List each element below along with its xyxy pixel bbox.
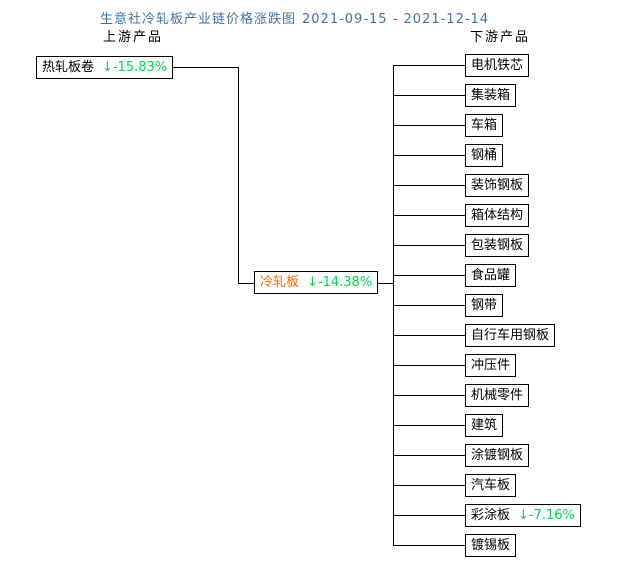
connector-line xyxy=(238,283,254,284)
node-label: 建筑 xyxy=(471,418,498,433)
node-hot-rolled-coil[interactable]: 热轧板卷 ↓-15.83% xyxy=(36,56,174,79)
title-text: 生意社冷轧板产业链价格涨跌图 xyxy=(100,12,297,27)
connector-line xyxy=(393,335,465,336)
connector-line xyxy=(393,275,465,276)
node-machinery-parts[interactable]: 机械零件 xyxy=(465,384,530,407)
connector-line xyxy=(393,305,465,306)
connector-line xyxy=(393,125,465,126)
node-label: 热轧板卷 xyxy=(42,60,95,75)
node-label: 电机铁芯 xyxy=(471,58,524,73)
node-change: ↓-7.16% xyxy=(518,508,575,523)
upstream-column-label: 上游产品 xyxy=(103,30,164,45)
node-label: 机械零件 xyxy=(471,388,524,403)
connector-line xyxy=(393,455,465,456)
node-label: 集装箱 xyxy=(471,88,511,103)
node-stamping-parts[interactable]: 冲压件 xyxy=(465,354,517,377)
node-packaging-steel-sheet[interactable]: 包装钢板 xyxy=(465,234,530,257)
node-label: 彩涂板 xyxy=(471,508,511,523)
connector-line xyxy=(393,395,465,396)
node-label: 钢带 xyxy=(471,298,498,313)
connector-line xyxy=(393,95,465,96)
title-date-range: 2021-09-15 - 2021-12-14 xyxy=(302,12,490,27)
connector-line xyxy=(393,485,465,486)
node-tinplate[interactable]: 镀锡板 xyxy=(465,534,517,557)
node-label: 装饰钢板 xyxy=(471,178,524,193)
connector-line xyxy=(393,245,465,246)
connector-line xyxy=(393,185,465,186)
node-coated-plated-steel-sheet[interactable]: 涂镀钢板 xyxy=(465,444,530,467)
node-box-structure[interactable]: 箱体结构 xyxy=(465,204,530,227)
node-container[interactable]: 集装箱 xyxy=(465,84,517,107)
downstream-column-label: 下游产品 xyxy=(470,30,531,45)
node-decorative-steel-sheet[interactable]: 装饰钢板 xyxy=(465,174,530,197)
node-change: ↓-15.83% xyxy=(102,60,168,75)
node-motor-core[interactable]: 电机铁芯 xyxy=(465,54,530,77)
connector-line xyxy=(393,515,465,516)
node-label: 食品罐 xyxy=(471,268,511,283)
node-label: 箱体结构 xyxy=(471,208,524,223)
connector-line xyxy=(393,65,465,66)
node-auto-sheet[interactable]: 汽车板 xyxy=(465,474,517,497)
node-color-coated-sheet[interactable]: 彩涂板 ↓-7.16% xyxy=(465,504,581,527)
connector-line xyxy=(393,365,465,366)
page-title: 生意社冷轧板产业链价格涨跌图 2021-09-15 - 2021-12-14 xyxy=(100,8,489,27)
node-label: 镀锡板 xyxy=(471,538,511,553)
node-cold-rolled-sheet[interactable]: 冷轧板 ↓-14.38% xyxy=(254,271,379,294)
connector-line xyxy=(165,67,238,68)
node-label: 冷轧板 xyxy=(260,275,300,290)
node-label: 冲压件 xyxy=(471,358,511,373)
node-label: 车箱 xyxy=(471,118,498,133)
connector-line xyxy=(393,425,465,426)
connector-line xyxy=(393,545,465,546)
node-label: 自行车用钢板 xyxy=(471,328,550,343)
node-label: 涂镀钢板 xyxy=(471,448,524,463)
node-construction[interactable]: 建筑 xyxy=(465,414,504,437)
node-truck-box[interactable]: 车箱 xyxy=(465,114,504,137)
connector-line xyxy=(377,283,393,284)
connector-line xyxy=(393,215,465,216)
node-label: 包装钢板 xyxy=(471,238,524,253)
node-bicycle-steel-sheet[interactable]: 自行车用钢板 xyxy=(465,324,556,347)
node-steel-strip[interactable]: 钢带 xyxy=(465,294,504,317)
node-food-can[interactable]: 食品罐 xyxy=(465,264,517,287)
node-label: 汽车板 xyxy=(471,478,511,493)
connector-line xyxy=(393,155,465,156)
connector-line xyxy=(238,67,239,284)
node-label: 钢桶 xyxy=(471,148,498,163)
node-steel-drum[interactable]: 钢桶 xyxy=(465,144,504,167)
node-change: ↓-14.38% xyxy=(307,275,373,290)
